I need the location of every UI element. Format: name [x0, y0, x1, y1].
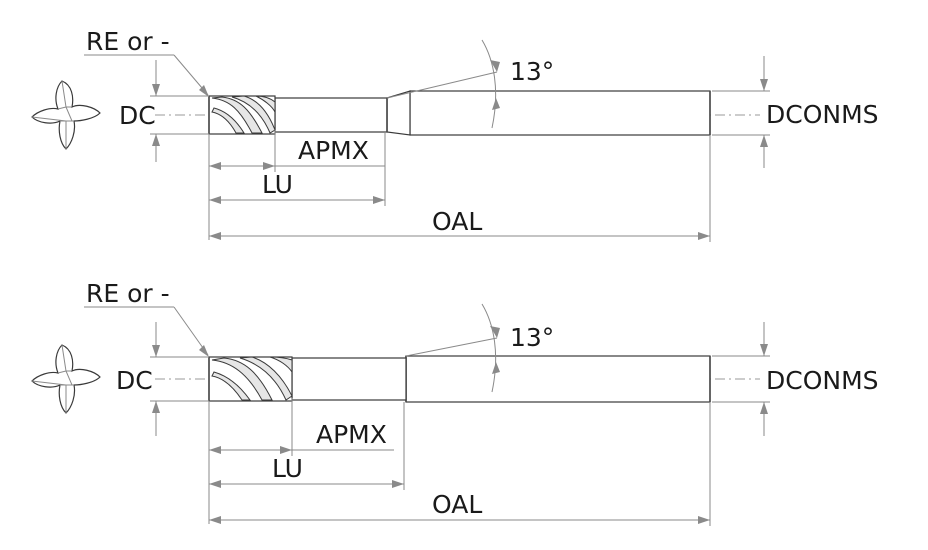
angle-dimension [405, 303, 500, 393]
neck [291, 357, 407, 401]
lu-label: LU [272, 454, 303, 483]
re-label: RE or - [86, 279, 170, 308]
angle-label: 13° [510, 57, 554, 86]
oal-dimension [209, 402, 711, 526]
dconms-dimension [712, 322, 770, 436]
dc-label: DC [116, 366, 153, 395]
shank [405, 355, 711, 403]
dconms-label: DCONMS [766, 100, 879, 129]
re-leader [84, 306, 209, 357]
dc-dimension [150, 60, 209, 162]
apmx-label: APMX [298, 136, 369, 165]
dc-label: DC [119, 101, 156, 130]
apmx-label: APMX [316, 420, 387, 449]
dc-dimension [150, 322, 209, 436]
re-label: RE or - [86, 27, 170, 56]
oal-label: OAL [432, 490, 482, 519]
oal-dimension [209, 135, 711, 242]
end-mill-view-bottom: DC DCONMS RE or - 13° [31, 279, 879, 526]
flutes [211, 356, 293, 401]
re-leader [84, 54, 209, 97]
lu-label: LU [262, 170, 293, 199]
lu-dimension [209, 132, 386, 206]
dconms-dimension [712, 56, 770, 168]
end-mill-view-top: DC DCONMS RE or - 13° [31, 27, 879, 242]
angle-dimension [386, 39, 500, 129]
shank [409, 90, 711, 136]
apmx-dimension [208, 130, 385, 240]
apmx-dimension [208, 398, 394, 524]
cross-section-view [31, 80, 101, 150]
dconms-label: DCONMS [766, 366, 879, 395]
angle-label: 13° [510, 323, 554, 352]
cross-section-view [31, 344, 101, 414]
lu-dimension [209, 402, 405, 490]
neck [274, 97, 388, 133]
oal-label: OAL [432, 207, 482, 236]
